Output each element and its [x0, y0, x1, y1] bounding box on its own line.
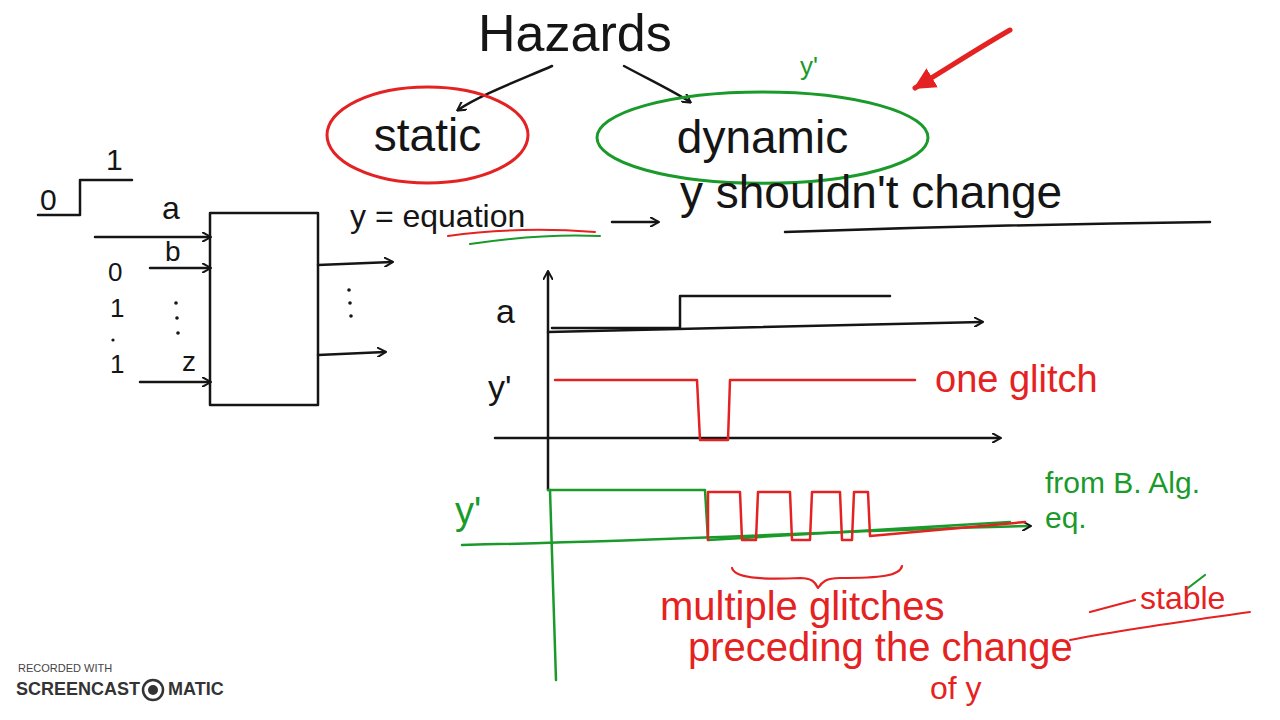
note-arrow [1090, 600, 1135, 612]
note-text: y shouldn't change [680, 166, 1062, 219]
time-axis [547, 272, 550, 490]
input-wire [95, 236, 210, 239]
signal-name: y' [488, 368, 512, 407]
logic-value: 1 [110, 350, 124, 380]
input-wire [140, 381, 210, 384]
implies-arrow [612, 221, 658, 224]
watermark-logo [148, 685, 158, 695]
note-text: preceding the change [688, 624, 1073, 670]
title-text: Hazards [478, 4, 672, 64]
note-text: one glitch [935, 358, 1098, 402]
logic-value: 1 [110, 294, 124, 324]
logic-value: 0 [40, 183, 57, 218]
time-axis [550, 490, 556, 680]
output-wire [318, 262, 392, 265]
signal-name: y' [455, 490, 481, 534]
input-name: a [162, 190, 180, 227]
node-text-group: dynamic [677, 111, 848, 164]
node-label: static [374, 109, 481, 162]
input-name: b [165, 236, 181, 268]
node-label: dynamic [677, 111, 848, 164]
strike-line [1070, 612, 1250, 640]
watermark-text: MATIC [168, 679, 224, 700]
note-text: multiple glitches [660, 583, 945, 629]
watermark-text: SCREENCAST [16, 679, 140, 700]
note-text: from B. Alg. eq. [1045, 466, 1220, 535]
signal-axis [495, 437, 1000, 440]
logic-value: 1 [106, 143, 123, 178]
underline [470, 235, 600, 244]
pointer-arrow [915, 30, 1010, 88]
logic-value: 0 [108, 258, 122, 288]
circuit-block [210, 213, 318, 405]
dynamic-signal [548, 490, 1010, 540]
ellipsis-dots [111, 288, 352, 341]
equation-text: y = equation [350, 198, 525, 235]
signal-name: a [496, 292, 515, 331]
underline [785, 222, 1210, 232]
node-text-group: static [374, 109, 481, 162]
input-signal [552, 296, 890, 328]
dynamic-glitches [708, 492, 1025, 540]
input-wire [150, 267, 210, 270]
input-name: z [182, 346, 196, 378]
watermark-text: RECORDED WITH [18, 662, 112, 675]
signal-name: y' [800, 52, 818, 82]
watermark-logo [143, 680, 163, 700]
hazard-ellipse: static [325, 85, 530, 185]
output-wire [318, 352, 385, 355]
static-glitch [555, 380, 915, 440]
note-text: stable [1140, 580, 1225, 617]
note-text: of y [930, 670, 982, 707]
